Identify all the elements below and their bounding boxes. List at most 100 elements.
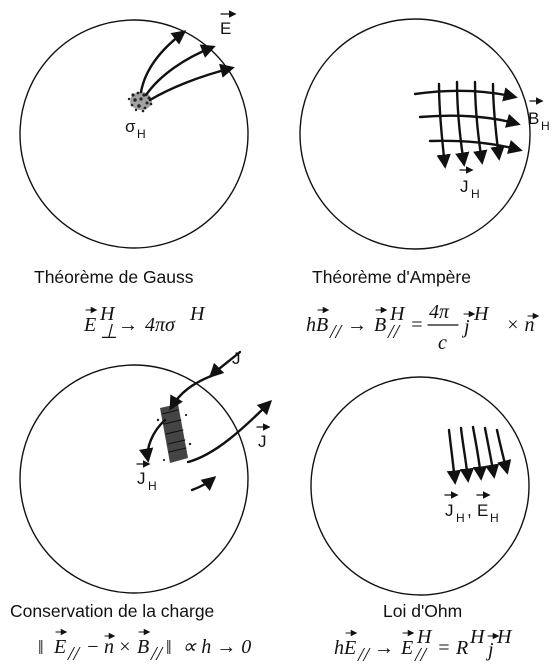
current-arrows xyxy=(139,374,273,492)
eq-gauss-lhs-sup: H xyxy=(99,303,116,325)
ohm-separator: , xyxy=(467,501,472,520)
eq-ohm-lhs-sub: // xyxy=(357,644,372,666)
b-field-arrows xyxy=(413,87,523,154)
e-field-arrow xyxy=(148,63,235,102)
eq-ampere-tail: j xyxy=(461,316,470,338)
surface-current-letter: J xyxy=(137,469,146,488)
equation-ampere: hB // → B // H = 4π c j H × n xyxy=(306,301,540,354)
parallel-field-arrow xyxy=(495,428,512,475)
eq-ampere-lhs: hB xyxy=(306,314,328,336)
j-current-arrow xyxy=(436,82,451,169)
eq-ohm-mid: E xyxy=(400,637,413,659)
eq-ampere-arrow: → xyxy=(347,314,367,336)
j-current-subscript: H xyxy=(471,187,480,201)
ohm-labels: J H , E H xyxy=(444,491,499,525)
b-field-subscript: H xyxy=(541,119,550,133)
current-out-letter: J xyxy=(258,432,267,451)
parallel-field-arrow xyxy=(459,426,475,483)
sphere-ohm xyxy=(310,376,530,596)
eq-ampere-frac-num: 4π xyxy=(429,301,450,323)
eq-ohm-arrow: → xyxy=(374,637,394,659)
j-current-letter: J xyxy=(460,177,469,196)
eq-gauss-arrow: → xyxy=(118,314,138,336)
eq-charge-n: n xyxy=(104,636,114,658)
eq-ohm-j: j xyxy=(485,639,494,661)
ohm-e-letter: E xyxy=(477,501,488,520)
parallel-field-arrow xyxy=(471,425,488,481)
equation-gauss: E ⊥ H → 4πσ H xyxy=(83,303,206,343)
eq-ampere-mid-sup: H xyxy=(389,303,406,325)
parallel-field-arrow xyxy=(483,426,500,479)
eq-charge-minus: − xyxy=(86,636,100,658)
panel-ampere: B H J H Théorème d'Ampère hB // → B // H… xyxy=(299,18,550,354)
equation-charge: ‖ E // − n × B // ‖ ∝ h → 0 xyxy=(38,628,251,665)
eq-ampere-cross: × n xyxy=(506,314,535,336)
sphere-gauss xyxy=(19,19,249,249)
ohm-j-subscript: H xyxy=(456,511,465,525)
current-in-arrow xyxy=(169,374,213,411)
surface-current-label: J H xyxy=(136,460,157,493)
eq-charge-rel: ∝ h → 0 xyxy=(182,636,251,658)
panel-gauss: E σ H Théorème de Gauss E ⊥ H → 4πσ H xyxy=(19,10,249,343)
e-field-label: E xyxy=(220,10,237,38)
eq-charge-e: E xyxy=(53,636,66,658)
e-field-letter: E xyxy=(220,19,231,38)
eq-ampere-frac-den: c xyxy=(438,332,447,354)
eq-charge-b: B xyxy=(137,636,149,658)
eq-ampere-tail-sup: H xyxy=(473,303,490,325)
eq-ohm-eq: = xyxy=(437,637,451,659)
eq-ohm-lhs: hE xyxy=(334,637,356,659)
b-field-arrow xyxy=(413,87,518,102)
eq-ohm-j-sup: H xyxy=(496,626,513,648)
ohm-e-subscript: H xyxy=(490,511,499,525)
sigma-label: σ H xyxy=(125,117,146,141)
j-current-arrow xyxy=(473,80,488,165)
surface-current-patch xyxy=(156,404,192,463)
panel-ohm: J H , E H Loi d'Ohm hE // → E // H = R H… xyxy=(310,376,530,666)
b-field-letter: B xyxy=(528,109,539,128)
eq-ohm-mid-sup: H xyxy=(416,626,433,648)
current-feed-arrow xyxy=(190,476,217,492)
eq-ohm-r-sup: H xyxy=(469,626,486,648)
parallel-field-arrow xyxy=(446,428,462,485)
b-field-arrow xyxy=(428,139,523,154)
eq-charge-open: ‖ xyxy=(38,637,44,659)
eq-gauss-rhs-sup: H xyxy=(189,303,206,325)
sphere-ampere xyxy=(299,18,531,250)
e-field-arrows xyxy=(139,30,235,102)
b-field-label: B H xyxy=(528,97,550,133)
surface-current-subscript: H xyxy=(148,479,157,493)
eq-charge-close: ‖ xyxy=(166,637,172,659)
eq-gauss-lhs: E xyxy=(83,314,96,336)
eq-gauss-lhs-sub: ⊥ xyxy=(100,321,117,343)
eq-charge-e-sub: // xyxy=(67,643,82,665)
j-current-label: J H xyxy=(459,166,480,201)
e-field-arrow xyxy=(139,30,187,94)
external-current-in-arrow xyxy=(208,350,242,379)
current-out-label: J xyxy=(256,423,271,451)
sigma-subscript: H xyxy=(137,127,146,141)
eq-charge-b-sub: // xyxy=(150,643,165,665)
eq-ampere-lhs-sub: // xyxy=(329,321,344,343)
eq-ampere-mid: B xyxy=(374,314,386,336)
j-current-arrows xyxy=(436,80,505,169)
current-in-label: J xyxy=(232,349,241,368)
current-out-arrow xyxy=(186,399,273,464)
eq-ampere-mid-sub: // xyxy=(387,321,402,343)
caption-gauss: Théorème de Gauss xyxy=(34,267,194,287)
sphere-charge xyxy=(19,364,249,594)
j-current-arrow xyxy=(490,82,505,161)
parallel-field-arrows xyxy=(446,425,512,485)
sigma-letter: σ xyxy=(125,117,136,136)
eq-charge-times: × xyxy=(118,636,132,658)
e-field-arrow xyxy=(144,44,216,97)
current-down-arrow xyxy=(139,418,167,463)
b-field-arrow xyxy=(418,113,521,128)
j-current-arrow xyxy=(455,80,470,167)
ohm-j-letter: J xyxy=(445,501,454,520)
eq-ampere-eq: = xyxy=(410,314,424,336)
eq-gauss-rhs: 4πσ xyxy=(145,314,176,336)
eq-ohm-r: R xyxy=(455,637,468,659)
caption-ampere: Théorème d'Ampère xyxy=(312,267,471,287)
